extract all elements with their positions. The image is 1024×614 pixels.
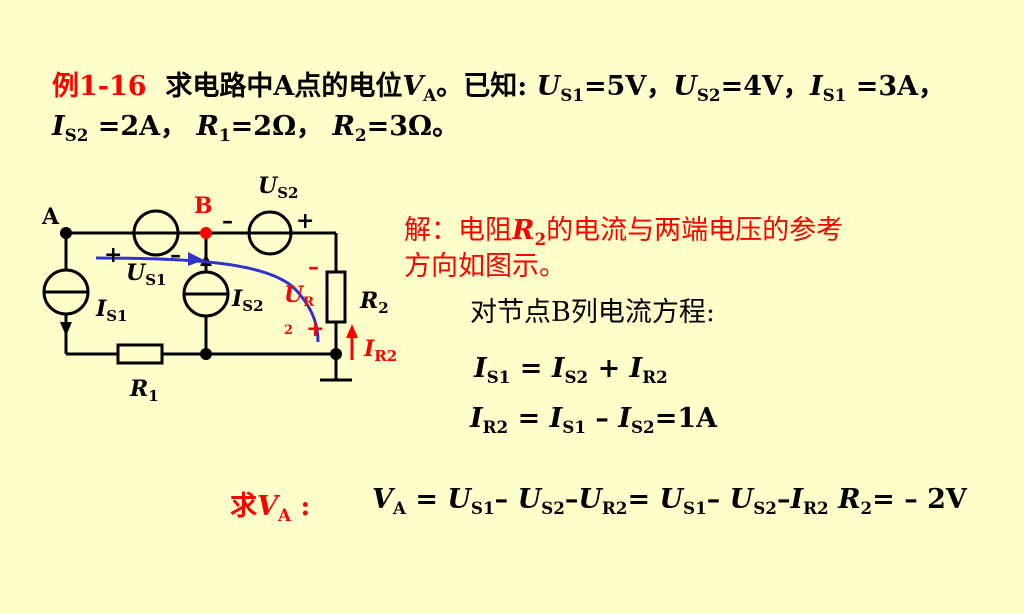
us1-plus: + [104,242,122,268]
ur2-plus: + [306,316,324,342]
r1-label: R1 [129,376,159,405]
equation-2: IR2 = IS1 – IS2=1A [470,403,718,437]
equation-3: VA = US1– US2–UR2= US1– US2–IR2 R2= – 2V [372,484,967,518]
ur2-label: UR [284,282,314,310]
node-a-label: A [41,204,60,230]
us1-label: US1 [126,260,166,289]
solution-line-2: 方向如图示。 [404,251,566,282]
node-b-dot [200,227,212,239]
us2-label: US2 [258,173,298,202]
us1-minus: – [170,242,181,268]
us2-source [247,210,293,256]
equation-3-label: 求VA : [230,491,311,525]
ir2-label: IR2 [363,336,397,365]
is1-label: IS1 [95,296,128,325]
ur2-sub-2: 2 [284,323,293,338]
node-a-dot [60,227,72,239]
problem-label: 例1-16 [52,71,147,102]
r2-label: R2 [359,288,389,317]
us1-source [132,209,180,257]
ur2-minus: – [308,254,319,280]
problem-line-2: IS2 =2A， R1=2Ω， R2=3Ω。 [52,111,460,145]
problem-line-1: 例1-16 求电路中A点的电位VA。已知: US1=5V，US2=4V，IS1 … [52,71,946,105]
circuit-diagram: A B US2 – + + – US1 IS1 IS2 R1 R2 – UR 2… [41,173,397,405]
is1-source [42,268,90,336]
solution-line-1: 解：电阻R2的电流与两端电压的参考 [404,215,844,249]
ir2-arrow [346,324,358,360]
r1-resistor [116,343,164,365]
node-b-label: B [194,193,213,219]
r2-resistor [325,270,347,324]
node-bottom-right-dot [330,348,342,360]
is2-label: IS2 [231,286,264,315]
problem-text: 求电路中A点的电位 [165,71,403,102]
loop-direction-arrow [95,252,320,343]
us2-plus: + [296,208,314,234]
equation-1: IS1 = IS2 + IR2 [474,353,668,387]
us2-minus: – [222,208,233,234]
node-bottom-mid-dot [200,348,212,360]
kcl-heading: 对节点B列电流方程: [470,297,715,328]
